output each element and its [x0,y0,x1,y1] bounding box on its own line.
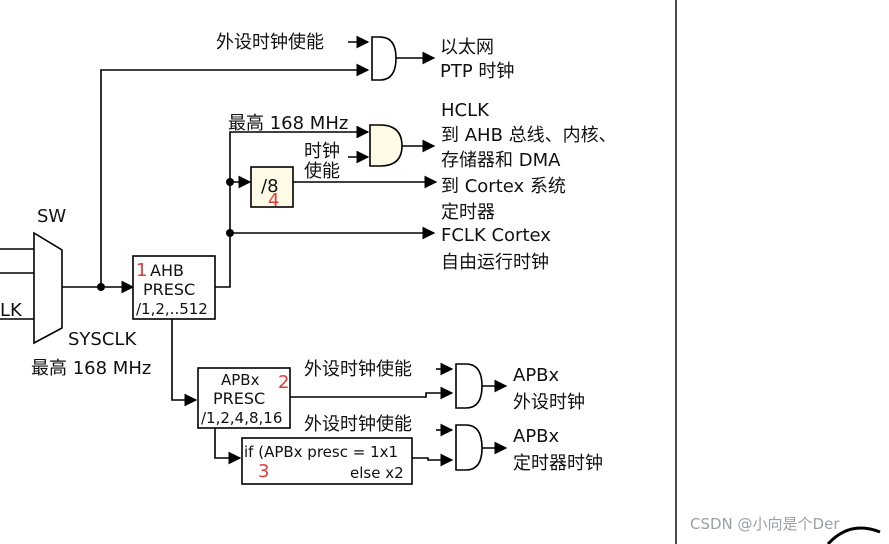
annotation-1: 1 [136,260,147,281]
max-168-label: 最高 168 MHz [228,113,348,134]
apb-label-2: PRESC [213,389,265,408]
cortex-label-2: 定时器 [441,202,495,223]
apb-presc-box [197,367,291,429]
and-gate-eth [371,36,397,81]
apbx-tim-label-2: 定时器时钟 [513,453,603,474]
corner-mark [826,526,881,544]
if-label-2: else x2 [350,464,404,482]
apb-label-3: /1,2,4,8,16 [201,409,282,427]
ahb-presc-box [132,255,216,320]
fclk-desc: 自由运行时钟 [441,252,549,273]
eth-label-2: PTP 时钟 [440,61,514,82]
fclk-label: FCLK Cortex [441,225,551,246]
hclk-desc-2: 存储器和 DMA [441,150,561,171]
sysclk-label: SYSCLK [68,329,137,350]
ahb-label-2: PRESC [143,280,195,299]
lk-label: LK [0,300,23,321]
if-label-1: if (APBx presc = 1x1 [244,443,398,461]
hclk-label: HCLK [441,100,490,121]
clk-en-label-1: 时钟 [304,141,340,162]
apbx-tim-label-1: APBx [513,426,560,447]
hclk-desc-1: 到 AHB 总线、内核、 [441,125,617,146]
div8-box [250,166,294,208]
sysclk-max-label: 最高 168 MHz [31,358,151,379]
apbx-out-label-2: 外设时钟 [513,392,585,413]
and-gate-apb [455,363,483,409]
ahb-label-3: /1,2,..512 [136,300,208,318]
periph-en-tim-label: 外设时钟使能 [304,414,412,435]
sw-label: SW [37,206,66,227]
and-gate-hclk [369,124,403,167]
periph-en-apb-label: 外设时钟使能 [304,359,412,380]
div8-label: /8 [261,176,279,197]
apb-label-1: APBx [221,371,260,389]
annotation-3: 3 [258,461,269,482]
eth-label-1: 以太网 [440,37,494,58]
clk-en-label-2: 使能 [304,161,340,182]
timer-mult-box [241,437,413,485]
annotation-4: 4 [268,190,279,211]
sw-mux [33,231,63,345]
ahb-label-1: AHB [150,261,184,280]
and-gate-tim [455,424,483,471]
watermark: CSDN @小向是个Der [690,515,840,533]
periph-en-top-label: 外设时钟使能 [216,32,324,53]
annotation-2: 2 [278,372,289,393]
apbx-out-label-1: APBx [513,365,560,386]
cortex-label-1: 到 Cortex 系统 [441,176,566,197]
